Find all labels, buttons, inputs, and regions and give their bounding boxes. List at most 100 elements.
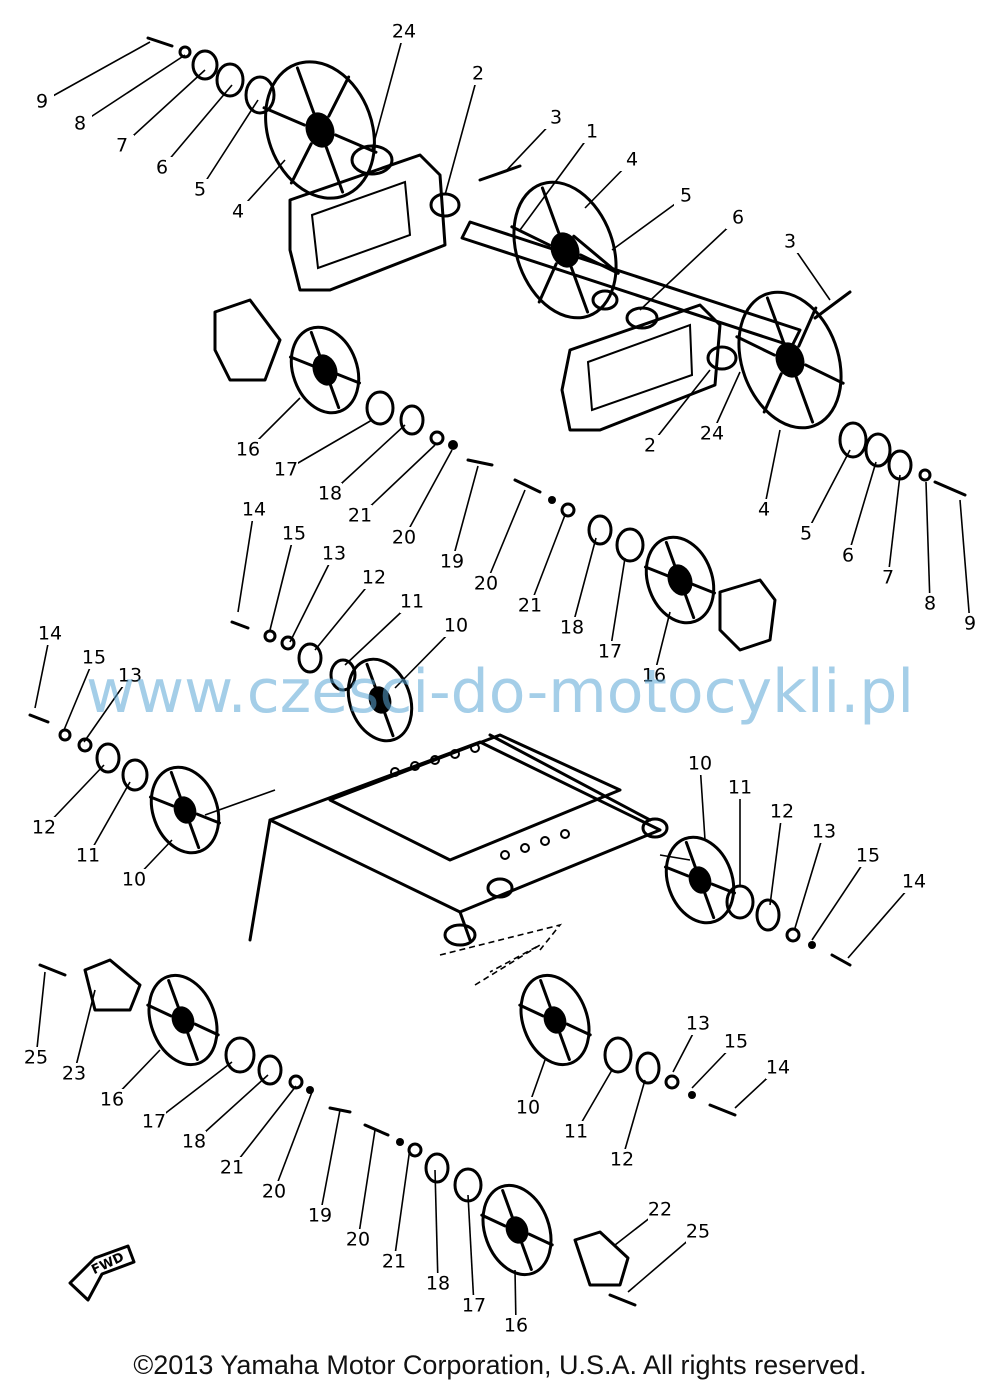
callout-number: 6 — [732, 207, 744, 229]
callout-label-bg — [308, 1205, 332, 1227]
callout-number: 9 — [964, 613, 976, 635]
callout-number: 1 — [586, 121, 598, 143]
callout-number: 21 — [382, 1251, 406, 1273]
callout-label-bg — [620, 149, 644, 171]
callout-number: 11 — [728, 777, 752, 799]
callout-number: 21 — [518, 595, 542, 617]
wheel-10-lower — [518, 973, 592, 1067]
wheel-16-upper-right — [643, 535, 717, 625]
callout-number: 18 — [182, 1131, 206, 1153]
callout-label-bg — [728, 777, 752, 799]
callout-label-bg — [674, 185, 698, 207]
callout-leader-line — [79, 54, 186, 125]
callout-number: 15 — [856, 845, 880, 867]
callout-label-bg — [598, 641, 622, 663]
callout-label-bg — [262, 1181, 286, 1203]
callout-number: 16 — [642, 665, 666, 687]
callout-label-bg — [274, 459, 298, 481]
callout-label-bg — [778, 231, 802, 253]
callout-number: 14 — [902, 871, 926, 893]
wheel-large-left-4 — [262, 60, 378, 200]
callout-label-bg — [770, 801, 794, 823]
callout-leader-line — [359, 444, 436, 517]
callout-label-bg — [182, 1131, 206, 1153]
callout-number: 23 — [62, 1063, 86, 1085]
callout-number: 7 — [882, 567, 894, 589]
callout-leader-line — [41, 41, 151, 103]
callout-number: 21 — [348, 505, 372, 527]
callout-label-bg — [918, 593, 942, 615]
callout-leader-line — [371, 31, 405, 151]
copyright-notice: ©2013 Yamaha Motor Corporation, U.S.A. A… — [133, 1350, 867, 1380]
callout-number: 10 — [122, 869, 146, 891]
callout-leader-line — [519, 131, 593, 231]
callout-leader-line — [925, 481, 931, 605]
callout-label-bg — [142, 1111, 166, 1133]
callout-leader-line — [571, 537, 597, 629]
callout-number: 21 — [220, 1157, 244, 1179]
forward-direction-arrow: FWD — [68, 1244, 136, 1302]
callout-number: 25 — [686, 1221, 710, 1243]
callout-number: 17 — [142, 1111, 166, 1133]
callout-leader-line — [959, 499, 971, 625]
callout-leader-line — [393, 1147, 411, 1263]
callout-number: 20 — [346, 1229, 370, 1251]
callout-label-bg — [902, 871, 926, 893]
callout-number: 2 — [472, 63, 484, 85]
callout-number: 13 — [686, 1013, 710, 1035]
callout-number: 4 — [232, 201, 244, 223]
callout-label-bg — [726, 207, 750, 229]
callout-leader-line — [403, 449, 453, 539]
callout-label-bg — [444, 615, 468, 637]
callout-number: 15 — [724, 1031, 748, 1053]
callout-number: 11 — [564, 1121, 588, 1143]
callout-label-bg — [686, 1013, 710, 1035]
callout-leader-line — [467, 1194, 475, 1307]
callout-label-bg — [226, 201, 250, 223]
callout-label-bg — [466, 63, 490, 85]
wheel-10-upper — [346, 657, 414, 743]
callout-number: 17 — [274, 459, 298, 481]
callout-leader-line — [639, 217, 739, 311]
callout-label-bg — [504, 1315, 528, 1337]
callout-label-bg — [688, 753, 712, 775]
callout-number: 3 — [784, 231, 796, 253]
callout-label-bg — [242, 499, 266, 521]
callout-label-bg — [958, 613, 982, 635]
callout-number: 6 — [156, 157, 168, 179]
callout-number: 9 — [36, 91, 48, 113]
callout-number: 15 — [282, 523, 306, 545]
callout-number: 14 — [242, 499, 266, 521]
callout-leader-line — [529, 514, 566, 607]
callout-leader-line — [794, 831, 825, 929]
callout-leader-line — [34, 633, 51, 709]
wheel-16-lower-left — [146, 973, 220, 1067]
callout-leader-line — [329, 424, 406, 495]
callout-number: 12 — [770, 801, 794, 823]
callout-label-bg — [220, 1157, 244, 1179]
callout-label-bg — [188, 179, 212, 201]
callout-label-bg — [518, 595, 542, 617]
callout-leader-line — [621, 1079, 646, 1161]
callout-number: 10 — [688, 753, 712, 775]
callout-number: 10 — [444, 615, 468, 637]
callout-number: 2 — [644, 435, 656, 457]
callout-leader-line — [199, 99, 259, 191]
callout-label-bg — [122, 869, 146, 891]
callout-number: 14 — [38, 623, 62, 645]
callout-leader-line — [434, 1169, 439, 1285]
callout-leader-line — [285, 419, 373, 471]
callout-label-bg — [82, 647, 106, 669]
callout-label-bg — [724, 1031, 748, 1053]
callout-number: 20 — [392, 527, 416, 549]
callout-label-bg — [236, 439, 260, 461]
callout-label-bg — [638, 435, 662, 457]
callout-label-bg — [610, 1149, 634, 1171]
callout-number: 17 — [598, 641, 622, 663]
callout-labels: 9876542423145632244567891617182120192021… — [24, 21, 982, 1337]
callout-number: 19 — [308, 1205, 332, 1227]
callout-leader-line — [289, 553, 335, 643]
rear-axle-assembly — [288, 144, 852, 432]
callout-label-bg — [564, 1121, 588, 1143]
